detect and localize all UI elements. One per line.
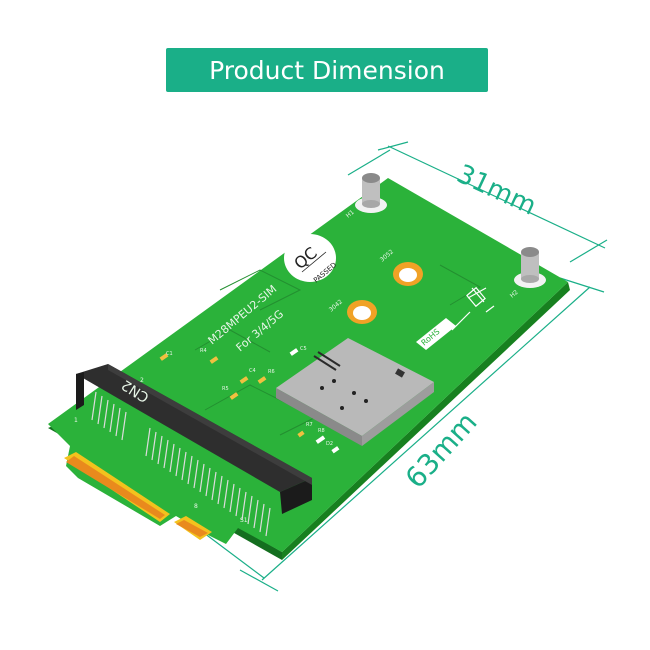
smd-components — [159, 348, 340, 454]
component-d2: D2 — [326, 441, 333, 447]
pin-label-8: 8 — [194, 503, 198, 510]
component-c5: C5 — [300, 346, 307, 352]
width-label: 31mm — [452, 159, 541, 222]
component-r8: R8 — [318, 428, 325, 434]
pin-label-1: 1 — [74, 417, 78, 424]
component-r6: R6 — [268, 369, 275, 375]
standoff-h1-label: H1 — [345, 209, 356, 220]
sim-card-slot — [276, 338, 434, 446]
pin-label-2: 2 — [140, 377, 144, 384]
mount-hole-3042 — [347, 300, 377, 324]
page-title: Product Dimension — [209, 55, 445, 85]
title-banner: Product Dimension — [166, 48, 488, 92]
standoff-h1 — [355, 173, 387, 213]
weee-bin-icon — [451, 286, 495, 331]
standoff-h2 — [514, 247, 546, 288]
component-r4: R4 — [200, 348, 207, 354]
component-r5: R5 — [222, 386, 229, 392]
component-c1: C1 — [166, 351, 173, 357]
component-r7: R7 — [306, 422, 313, 428]
pin-label-s1: S1 — [240, 517, 248, 524]
edge-connector-fingers — [64, 452, 212, 540]
cn2-connector — [76, 364, 312, 537]
width-dimension — [347, 141, 608, 263]
length-dimension — [199, 277, 605, 592]
standoff-h2-label: H2 — [509, 289, 520, 300]
mount-hole-3052 — [393, 262, 423, 286]
component-c4: C4 — [249, 368, 256, 374]
